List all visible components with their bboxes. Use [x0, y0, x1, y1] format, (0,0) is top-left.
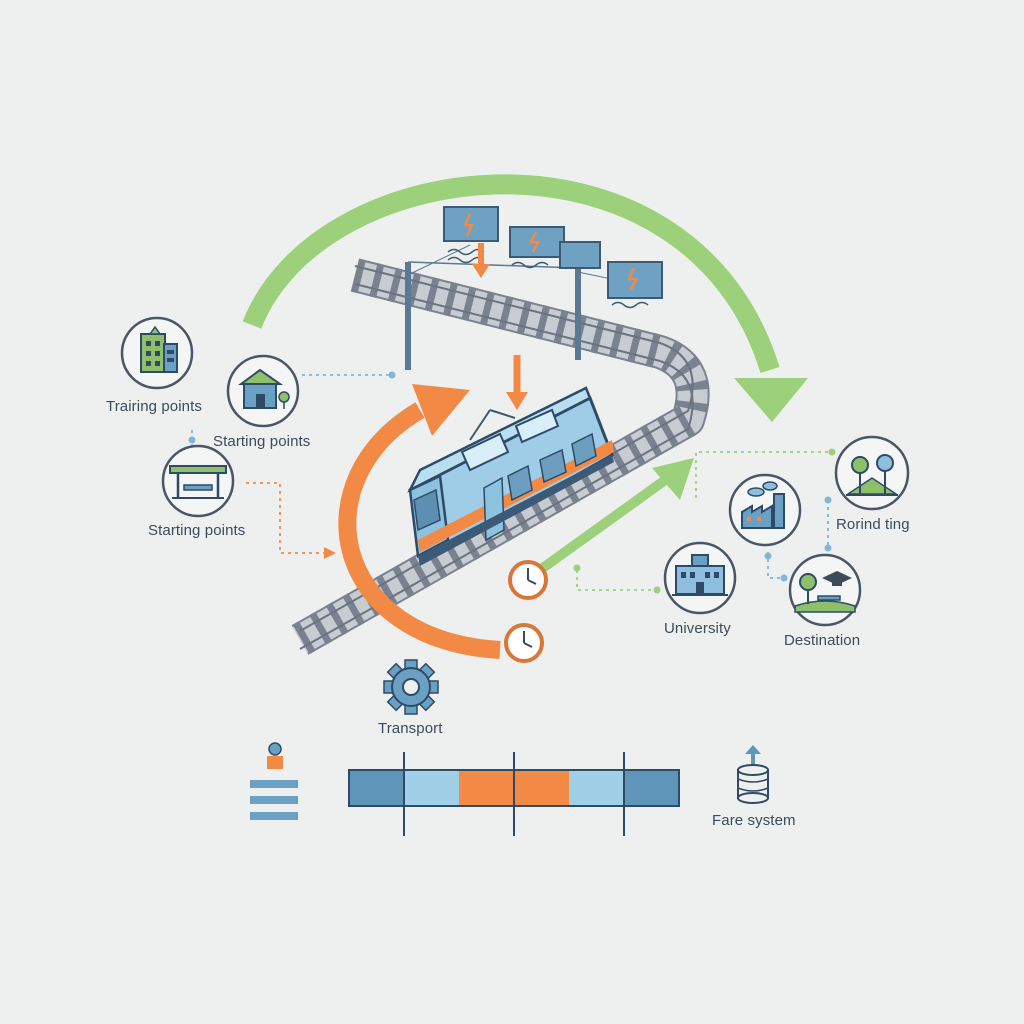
fare-segment	[514, 770, 569, 806]
power-sign-icon	[559, 241, 601, 269]
ticket-stack-icon	[250, 780, 298, 820]
power-feed-arrows	[472, 243, 528, 410]
green-loop-arrow	[242, 174, 780, 373]
label-transport: Transport	[378, 720, 443, 737]
bus-shelter-icon	[161, 444, 235, 518]
university-building-icon	[663, 541, 737, 615]
label-rorind-ting: Rorind ting	[836, 516, 910, 533]
fare-segment	[459, 770, 514, 806]
green-rise-arrowhead	[652, 458, 694, 500]
label-starting-points-lower: Starting points	[148, 522, 246, 539]
green-rise-arrow	[537, 473, 671, 575]
power-signs	[443, 206, 663, 309]
power-sign-icon	[509, 226, 565, 269]
label-training-points: Trairing points	[106, 398, 202, 415]
gear-icon	[383, 659, 439, 715]
rail-track	[291, 258, 710, 655]
label-destination: Destination	[784, 632, 861, 649]
green-loop-arrowhead	[734, 378, 808, 422]
dotted-connectors	[191, 374, 830, 591]
fare-segment	[404, 770, 459, 806]
fare-segment	[349, 770, 404, 806]
orange-connector-arrowhead	[324, 547, 336, 559]
office-building-icon	[120, 316, 194, 390]
clock-icon	[504, 623, 544, 663]
person-icon	[267, 742, 283, 769]
fare-segment	[624, 770, 679, 806]
orange-cycle-arrow	[338, 402, 501, 659]
clock-icon	[508, 560, 548, 600]
label-university: University	[664, 620, 731, 637]
power-sign-icon	[443, 206, 499, 264]
coin-stack-icon	[737, 745, 769, 804]
factory-icon	[728, 473, 802, 547]
fare-bar	[348, 752, 680, 836]
orange-cycle-arrowhead	[412, 384, 470, 436]
label-fare-system: Fare system	[712, 812, 796, 829]
trees-park-icon	[834, 435, 910, 511]
power-sign-icon	[607, 261, 663, 309]
house-station-icon	[226, 354, 300, 428]
label-starting-points-upper: Starting points	[213, 433, 311, 450]
tram-icon	[407, 386, 614, 566]
graduation-park-icon	[788, 553, 862, 627]
fare-segment	[569, 770, 624, 806]
